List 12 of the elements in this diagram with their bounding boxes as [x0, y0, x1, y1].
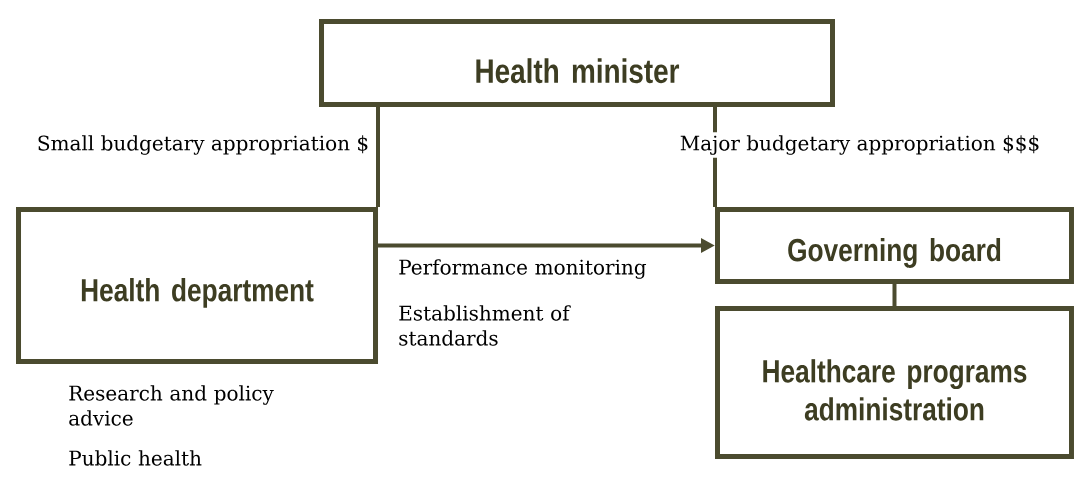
note-text: Public health [69, 450, 202, 466]
org-box: Healthcare programs administration [715, 306, 1074, 459]
connector [376, 107, 380, 207]
org-box: Governing board [715, 207, 1074, 284]
edge-label: Major budgetary appropriation $$$ [676, 132, 1044, 158]
note-text: Establishment of standards [399, 305, 571, 346]
connector [892, 284, 897, 306]
edge-label: Small budgetary appropriation $ [33, 132, 373, 158]
note-text: Research and policy advice [69, 385, 274, 426]
org-box: Health minister [319, 19, 835, 107]
org-box: Health department [16, 207, 378, 364]
note-text: Performance monitoring [399, 259, 647, 279]
